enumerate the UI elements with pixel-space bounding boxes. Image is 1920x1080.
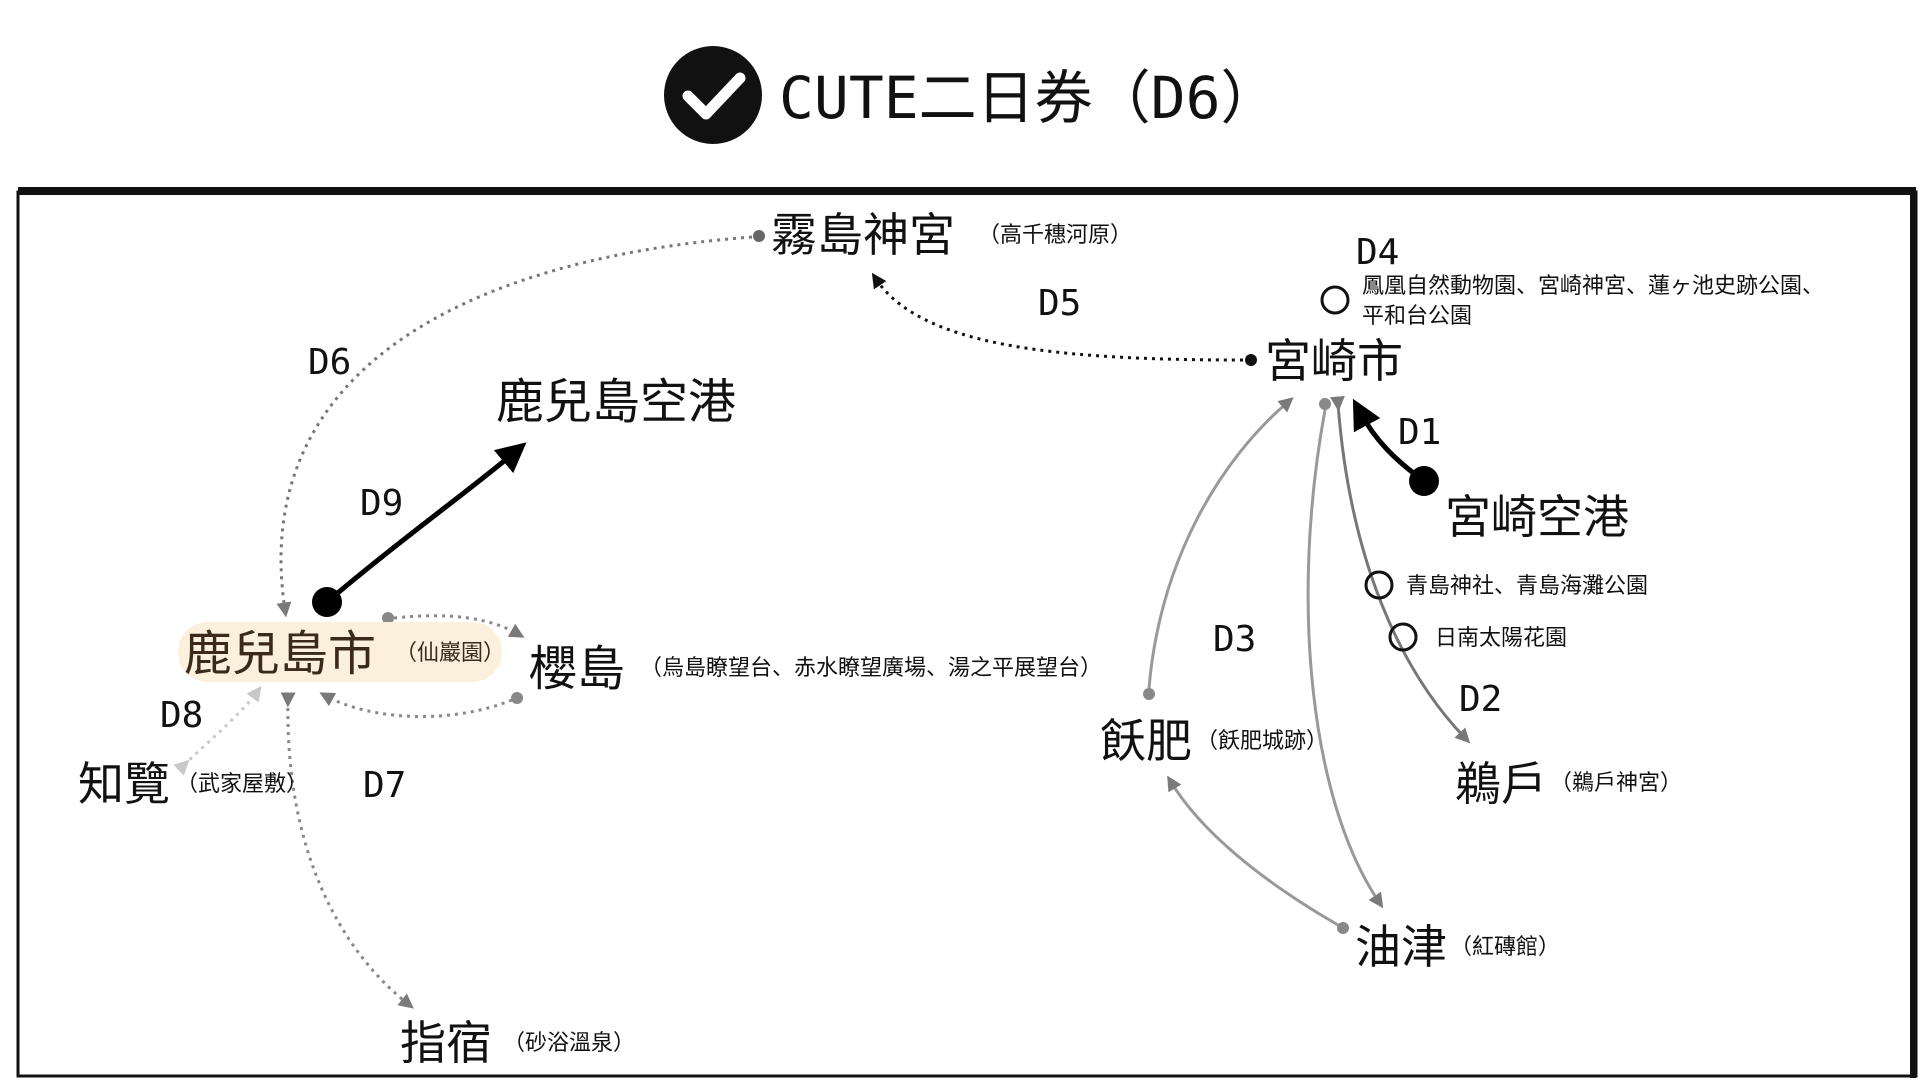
check-icon: [664, 46, 762, 144]
place-kagoshima-city-detail: （仙巖園）: [395, 641, 505, 666]
place-udo-detail: （鵜戶神宮）: [1550, 771, 1682, 796]
note-aoshima: 青島神社、青島海灘公園: [1406, 574, 1648, 599]
route-d6: [276, 230, 765, 618]
day-label-d6: D6: [308, 342, 351, 383]
day-label-d8: D8: [160, 695, 203, 736]
route-d2: [1329, 395, 1471, 744]
place-obi-detail: （飫肥城跡）: [1196, 729, 1328, 754]
place-udo: 鵜戶: [1455, 757, 1547, 811]
d4-note-line2: 平和台公園: [1362, 304, 1472, 329]
place-chiran-detail: （武家屋敷）: [176, 772, 308, 797]
place-miyazaki-city: 宮崎市: [1265, 334, 1403, 388]
place-kagoshima-city: 鹿兒島市: [184, 626, 376, 682]
place-obi: 飫肥: [1100, 714, 1192, 768]
highlight-kagoshima-city: [178, 622, 502, 682]
route-sakurajima: [319, 612, 525, 719]
place-aburatsu: 油津: [1355, 920, 1447, 974]
page-title: CUTE二日券（D6）: [779, 64, 1279, 132]
day-label-d1: D1: [1398, 412, 1441, 453]
d4-note-line1: 鳳凰自然動物園、宮崎神宮、蓮ヶ池史跡公園、: [1362, 274, 1824, 299]
day-label-d5: D5: [1038, 283, 1081, 324]
day-label-d7: D7: [363, 765, 406, 806]
place-ibusuki: 指宿: [400, 1016, 492, 1070]
place-chiran: 知覽: [78, 757, 170, 811]
day-label-d3: D3: [1213, 619, 1256, 660]
day-label-d9: D9: [360, 483, 403, 524]
circle-bullet-icon: [1364, 570, 1394, 600]
place-kirishima: 霧島神宮: [771, 208, 955, 262]
place-ibusuki-detail: （砂浴溫泉）: [503, 1031, 635, 1056]
circle-bullet-icon: [1388, 622, 1418, 652]
place-aburatsu-detail: （紅磚館）: [1450, 935, 1560, 960]
place-sakurajima: 櫻島: [529, 641, 625, 697]
day-label-d4: D4: [1356, 232, 1399, 273]
circle-bullet-icon: [1320, 285, 1350, 315]
route-d9: [312, 442, 527, 617]
place-kirishima-detail: （高千穗河原）: [978, 223, 1132, 248]
route-d7: [280, 692, 414, 1009]
place-kagoshima-airport: 鹿兒島空港: [496, 374, 736, 430]
place-miyazaki-airport: 宮崎空港: [1445, 490, 1629, 544]
note-nichinan: 日南太陽花園: [1435, 626, 1567, 651]
route-d5: [871, 272, 1257, 366]
day-label-d2: D2: [1459, 679, 1502, 720]
place-sakurajima-detail: （烏島瞭望台、赤水瞭望廣場、湯之平展望台）: [640, 656, 1102, 681]
route-d3: [1143, 397, 1384, 934]
